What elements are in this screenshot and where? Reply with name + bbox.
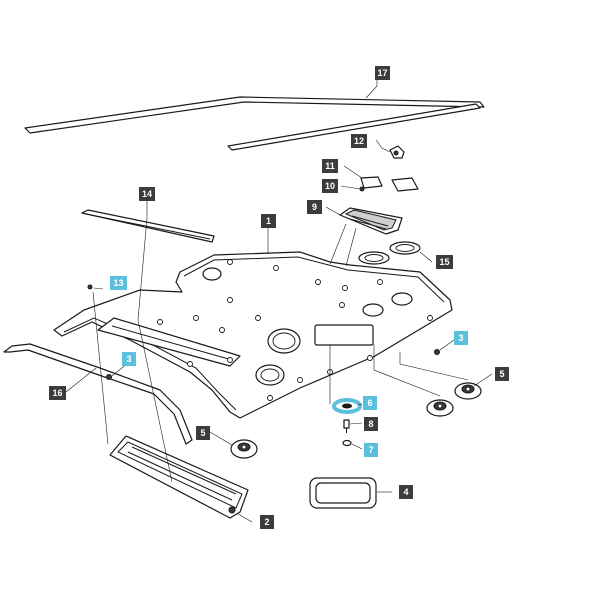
callout-label: 17 [377,68,387,78]
callout-label: 8 [368,419,373,429]
callout-17: 17 [375,66,390,80]
callout-2: 2 [260,515,274,529]
callout-label: 9 [312,202,317,212]
part-5-light-middle [426,399,454,417]
part-7-washer [342,439,352,447]
callout-6: 6 [363,396,377,410]
callout-8: 8 [364,417,378,431]
callout-10: 10 [322,179,338,193]
callout-15: 15 [436,255,453,269]
part-8-screw [343,419,350,433]
callout-label: 5 [200,428,205,438]
part-13-clip [87,284,93,290]
callout-label: 16 [52,388,62,398]
part-16-edge-trim [3,343,193,445]
callout-label: 12 [354,136,364,146]
part-15-ring [358,241,421,265]
callout-3-left: 3 [122,352,136,366]
callout-16: 16 [49,386,66,400]
callout-label: 14 [142,189,152,199]
callout-label: 6 [367,398,372,408]
callout-5-left: 5 [196,426,210,440]
part-4-frame [309,477,377,509]
part-3-clip [106,349,440,380]
callout-label: 7 [368,445,373,455]
callout-14: 14 [139,187,155,201]
callout-label: 10 [325,181,335,191]
leader-lines [65,80,493,523]
callout-label: 2 [264,517,269,527]
callout-12: 12 [351,134,367,148]
part-12-connector [389,145,405,159]
part-1-headliner-panel [53,251,453,419]
callout-3-right: 3 [454,331,468,345]
callout-label: 13 [113,278,123,288]
part-14-seal-strip [81,209,215,243]
part-5-light-left [230,439,258,459]
callout-label: 4 [403,487,408,497]
part-9-vent-grille [339,207,403,235]
callout-label: 1 [266,216,271,226]
callout-4: 4 [399,485,413,499]
callout-7: 7 [364,443,378,457]
callout-label: 11 [325,161,335,171]
callout-label: 5 [499,369,504,379]
callout-1: 1 [261,214,276,228]
callout-13: 13 [110,276,127,290]
part-6-ring [332,398,362,414]
callout-9: 9 [307,200,322,214]
callout-label: 3 [126,354,131,364]
callout-11: 11 [322,159,338,173]
callout-label: 15 [439,257,449,267]
part-2-lower-panel [109,435,249,519]
part-17-trim-strip [24,96,485,151]
part-11-cover [360,176,419,192]
part-5-light-right [454,382,482,400]
callout-5-right: 5 [495,367,509,381]
callout-label: 3 [458,333,463,343]
